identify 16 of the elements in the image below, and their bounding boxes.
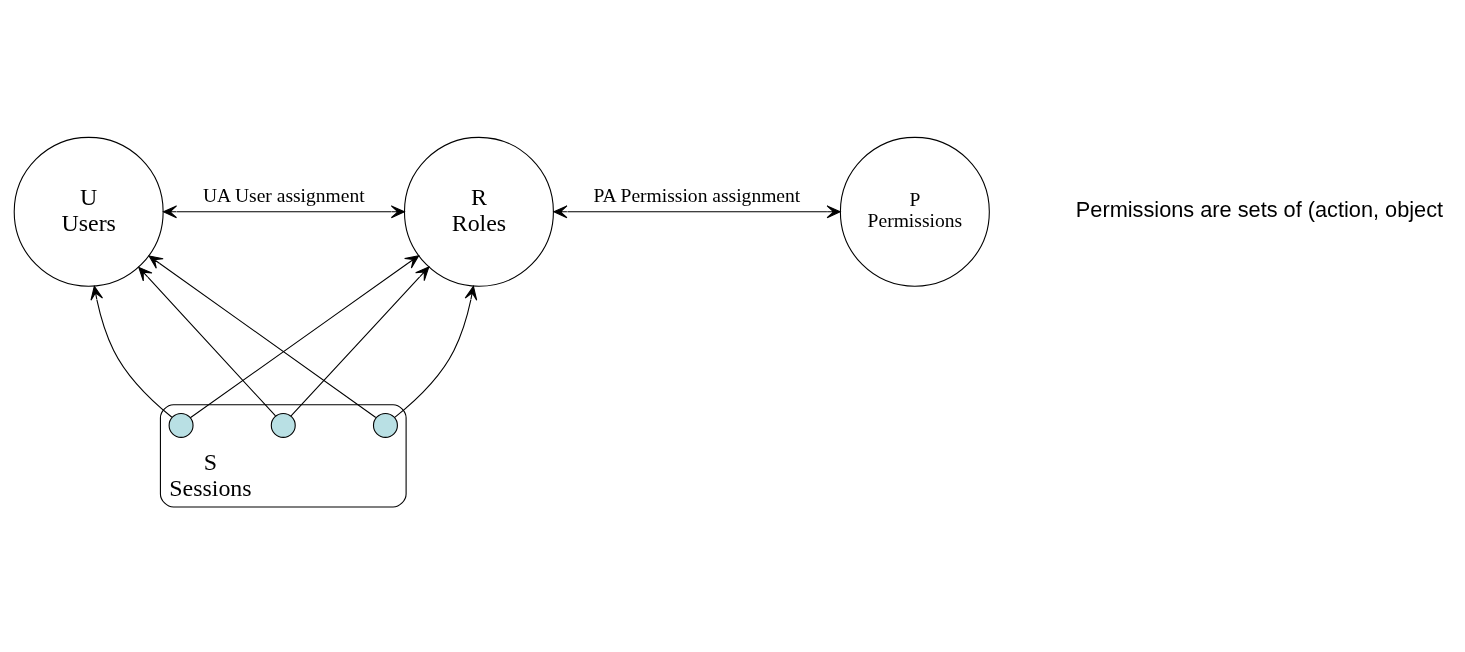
arrow xyxy=(189,254,420,418)
node-circle xyxy=(168,412,194,438)
arrow xyxy=(553,204,841,218)
node-circle xyxy=(270,412,296,438)
arrow xyxy=(394,285,478,418)
arrow xyxy=(290,266,430,416)
arrow xyxy=(138,266,277,416)
arrow xyxy=(90,285,173,418)
arrow xyxy=(162,204,405,218)
arrow xyxy=(148,254,377,418)
cluster: S Sessions xyxy=(159,403,407,507)
edge-label: UA User assignment xyxy=(202,184,365,206)
node-circle: P Permissions xyxy=(839,136,990,287)
edge-label: PA Permission assignment xyxy=(593,184,801,206)
label: Permissions are sets of (action, object xyxy=(1075,196,1444,222)
node-circle xyxy=(372,412,398,438)
